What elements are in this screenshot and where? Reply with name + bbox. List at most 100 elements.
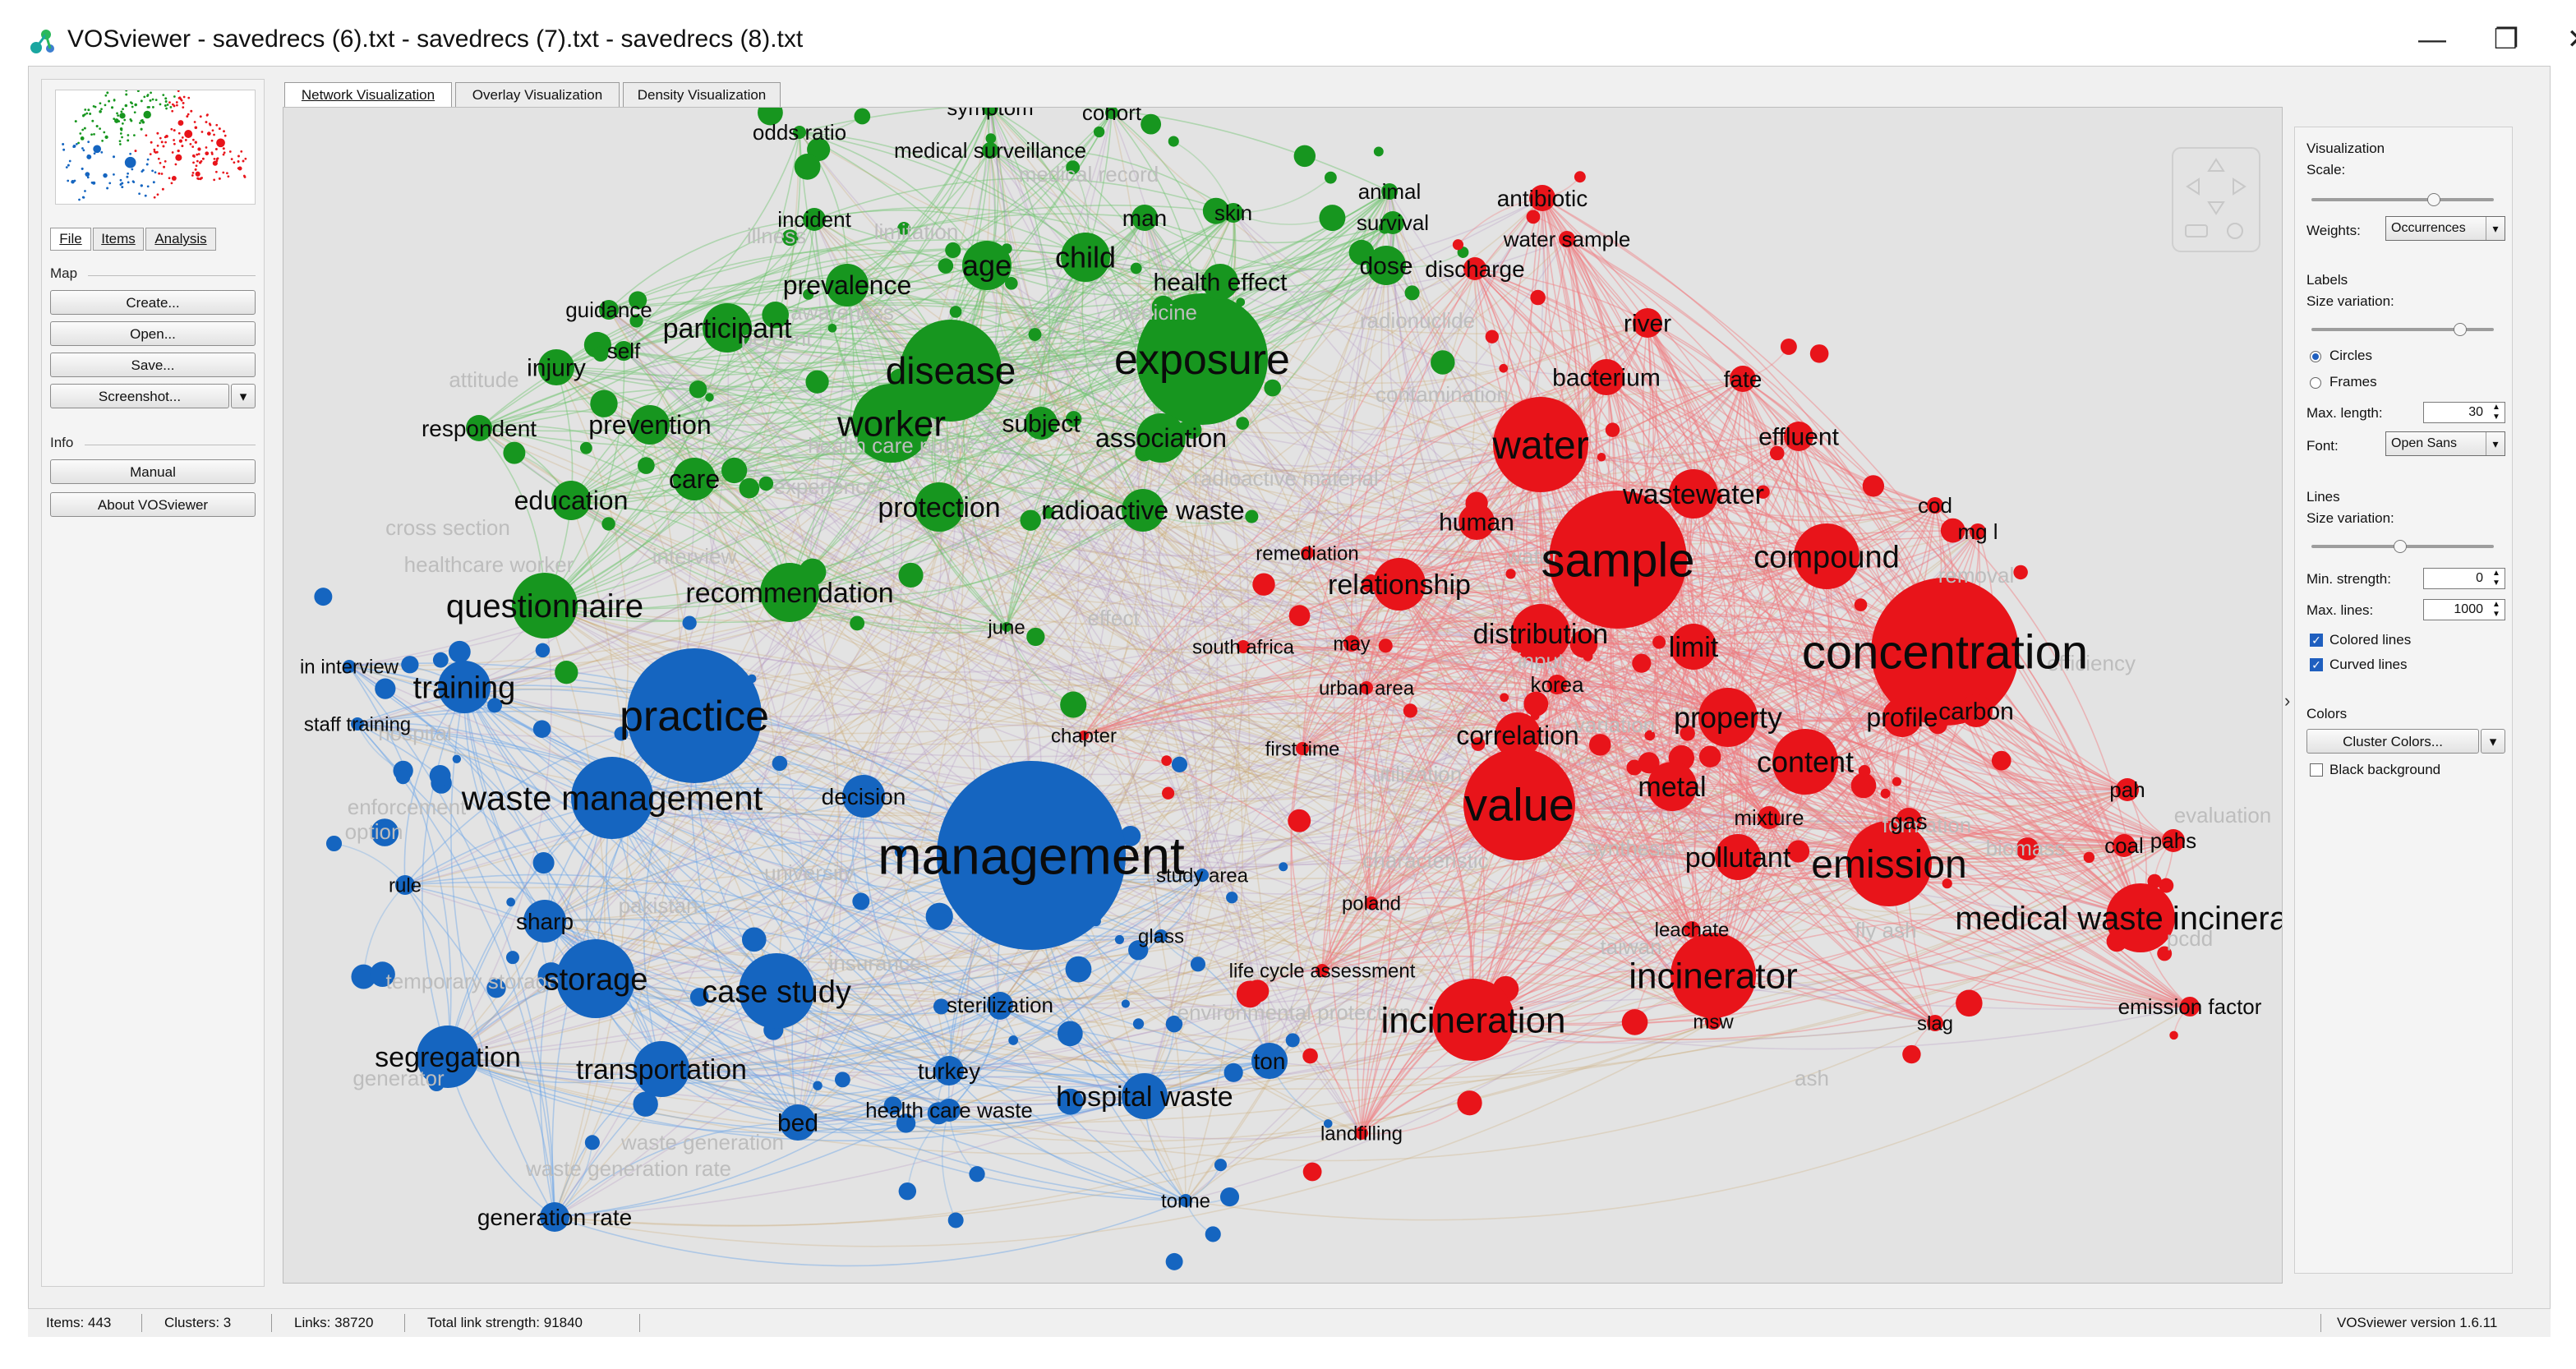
node-label[interactable]: worker xyxy=(836,403,946,444)
network-node[interactable] xyxy=(1698,688,1758,747)
network-node[interactable] xyxy=(1131,205,1158,231)
node-label[interactable]: exposure xyxy=(1114,336,1290,384)
node-label[interactable]: respondent xyxy=(422,416,537,441)
node-label[interactable]: leachate xyxy=(1655,919,1730,941)
node-label[interactable]: case study xyxy=(702,975,851,1009)
network-node[interactable] xyxy=(1463,257,1486,280)
node-label[interactable]: education xyxy=(514,486,629,515)
node-label[interactable]: poland xyxy=(1342,892,1401,915)
network-node[interactable] xyxy=(1547,675,1567,694)
spinner-icon[interactable]: ▲▼ xyxy=(2492,403,2500,422)
node-label[interactable]: emission factor xyxy=(2118,994,2262,1019)
node-label[interactable]: urban area xyxy=(1319,677,1415,699)
manual-button[interactable]: Manual xyxy=(50,459,256,484)
cluster-colors-button[interactable]: Cluster Colors... xyxy=(2306,729,2479,754)
network-node[interactable] xyxy=(1432,979,1514,1061)
node-label[interactable]: in interview xyxy=(300,656,399,678)
pan-up-icon[interactable] xyxy=(2207,158,2225,172)
network-node[interactable] xyxy=(1360,681,1373,694)
node-label[interactable]: self xyxy=(607,339,641,363)
frames-radio[interactable] xyxy=(2310,377,2321,389)
node-label[interactable]: generation rate xyxy=(477,1205,632,1230)
network-node[interactable] xyxy=(1251,1043,1288,1079)
node-label[interactable]: mixture xyxy=(1734,805,1804,830)
node-label[interactable]: slag xyxy=(1917,1012,1953,1035)
network-node[interactable] xyxy=(540,1202,569,1232)
node-label[interactable]: recommendation xyxy=(685,578,893,609)
node-label[interactable]: remediation xyxy=(1256,542,1358,565)
network-node[interactable] xyxy=(627,648,762,783)
network-node[interactable] xyxy=(1647,762,1697,811)
network-node[interactable] xyxy=(673,458,716,500)
network-node[interactable] xyxy=(1196,869,1209,882)
weights-select[interactable]: Occurrences▾ xyxy=(2385,216,2505,241)
network-node[interactable] xyxy=(780,1104,816,1141)
network-node[interactable] xyxy=(1463,749,1575,860)
node-label[interactable]: discharge xyxy=(1425,256,1524,282)
node-label[interactable]: chapter xyxy=(1051,725,1117,747)
network-node[interactable] xyxy=(826,264,869,307)
tab-overlay-visualization[interactable]: Overlay Visualization xyxy=(455,82,620,107)
tab-items[interactable]: Items xyxy=(93,228,144,251)
chevron-right-icon[interactable]: › xyxy=(2284,690,2291,711)
network-node[interactable] xyxy=(466,415,492,441)
network-node[interactable] xyxy=(1202,264,1238,300)
node-label[interactable]: pahs xyxy=(2150,828,2196,853)
node-label[interactable]: mg l xyxy=(1957,519,1998,544)
network-node[interactable] xyxy=(1237,640,1250,653)
save-button[interactable]: Save... xyxy=(50,353,256,377)
node-label[interactable]: coal xyxy=(2104,833,2144,858)
curved-lines-checkbox[interactable]: ✓ xyxy=(2310,658,2323,671)
network-node[interactable] xyxy=(937,761,1126,950)
node-label[interactable]: msw xyxy=(1693,1011,1734,1033)
network-node[interactable] xyxy=(1355,1127,1368,1140)
network-node[interactable] xyxy=(634,1041,689,1097)
node-label[interactable]: human xyxy=(1439,509,1514,537)
network-node[interactable] xyxy=(1154,929,1168,943)
network-node[interactable] xyxy=(1495,712,1541,758)
node-label[interactable]: association xyxy=(1095,423,1227,453)
network-node[interactable] xyxy=(1927,1015,1943,1031)
node-label[interactable]: effluent xyxy=(1758,424,1840,451)
network-node[interactable] xyxy=(1136,413,1186,463)
node-label[interactable]: value xyxy=(1464,779,1574,831)
node-label[interactable]: sterilization xyxy=(947,993,1053,1017)
network-node[interactable] xyxy=(1122,489,1164,532)
network-node[interactable] xyxy=(962,241,1012,290)
network-node[interactable] xyxy=(1669,469,1718,519)
node-label[interactable]: care xyxy=(669,464,720,494)
spinner-icon[interactable]: ▲▼ xyxy=(2492,600,2500,619)
overview-map[interactable] xyxy=(55,90,256,205)
node-label[interactable]: management xyxy=(878,826,1185,885)
node-label[interactable]: june xyxy=(987,616,1025,638)
node-label[interactable]: concentration xyxy=(1802,625,2088,679)
network-node[interactable] xyxy=(938,1099,961,1122)
network-node[interactable] xyxy=(343,660,356,673)
network-node[interactable] xyxy=(1381,211,1404,234)
circles-radio[interactable] xyxy=(2310,351,2321,362)
node-label[interactable]: fate xyxy=(1724,366,1763,392)
node-label[interactable]: property xyxy=(1674,701,1782,735)
pan-down-icon[interactable] xyxy=(2207,201,2225,215)
node-label[interactable]: incident xyxy=(777,207,851,232)
network-node[interactable] xyxy=(1960,694,1993,727)
slider-thumb[interactable] xyxy=(2427,193,2441,206)
network-node[interactable] xyxy=(739,953,814,1029)
node-label[interactable]: metal xyxy=(1638,772,1706,803)
node-label[interactable]: guidance xyxy=(565,297,652,322)
tab-density-visualization[interactable]: Density Visualization xyxy=(623,82,781,107)
node-label[interactable]: correlation xyxy=(1456,721,1578,750)
node-label[interactable]: injury xyxy=(527,355,586,382)
node-label[interactable]: survival xyxy=(1357,210,1429,235)
node-label[interactable]: prevention xyxy=(588,410,711,440)
network-node[interactable] xyxy=(1730,366,1756,392)
minimize-icon[interactable]: — xyxy=(2418,24,2446,55)
pan-right-icon[interactable] xyxy=(2233,177,2247,196)
network-node[interactable] xyxy=(1366,246,1406,285)
node-label[interactable]: tonne xyxy=(1161,1190,1210,1212)
spinner-icon[interactable]: ▲▼ xyxy=(2492,569,2500,588)
network-node[interactable] xyxy=(1871,578,2019,726)
network-node[interactable] xyxy=(571,757,653,839)
